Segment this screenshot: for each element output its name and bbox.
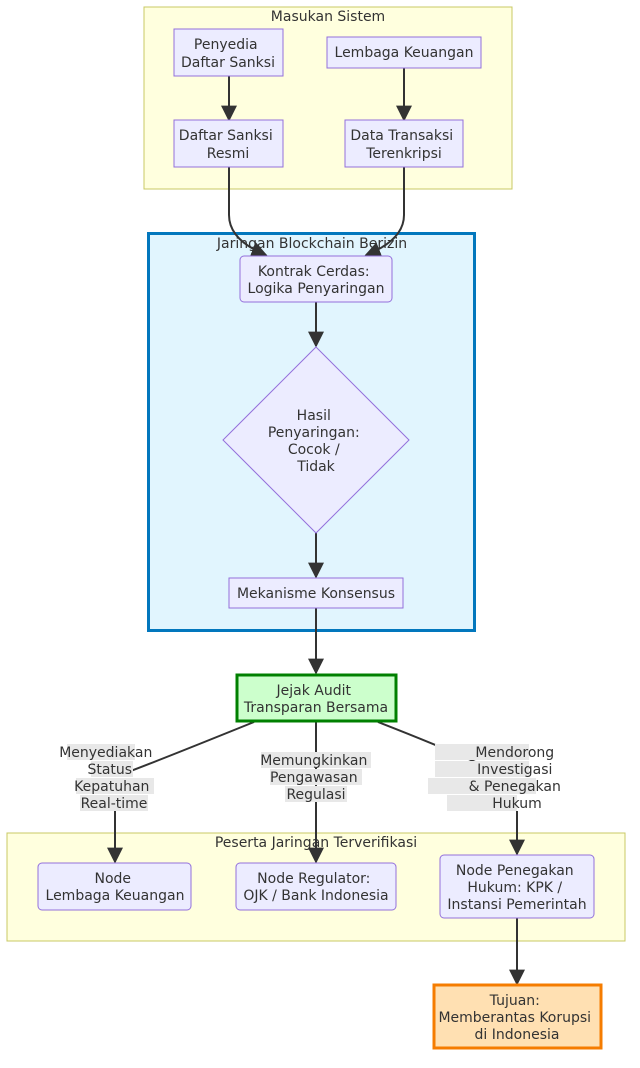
label-line: Mendorong xyxy=(475,745,554,761)
node-box xyxy=(326,36,482,69)
node-box xyxy=(344,119,464,168)
node-line: Penyedia xyxy=(194,37,258,53)
node-text: Daftar Sanksi Resmi xyxy=(179,128,277,162)
label-line: Real-time xyxy=(81,796,148,812)
label-line: Kepatuhan xyxy=(74,779,149,795)
node-goal[interactable]: Tujuan: Memberantas Korupsi di Indonesia xyxy=(432,983,603,1050)
label-line: Hukum xyxy=(492,796,542,812)
node-line: Daftar Sanksi xyxy=(181,55,275,71)
node-line: Hukum: KPK / xyxy=(467,880,562,896)
node-text: Mekanisme Konsensus xyxy=(237,586,395,602)
node-line: Tujuan: xyxy=(489,993,540,1009)
label-bg xyxy=(435,744,529,760)
node-text: Data Transaksi Terenkripsi xyxy=(350,128,457,162)
label-bg xyxy=(435,761,529,777)
edge-list-to-contract xyxy=(228,167,268,257)
node-line: OJK / Bank Indonesia xyxy=(243,888,388,904)
edge-label-compliance: Menyediakan Status Kepatuhan Real-time xyxy=(59,744,157,812)
label-line: Pengawasan xyxy=(270,770,358,786)
label-bg xyxy=(428,778,536,794)
node-line: Node Regulator: xyxy=(257,871,370,887)
node-line: Mekanisme Konsensus xyxy=(237,586,395,602)
node-line: Memberantas Korupsi xyxy=(438,1010,591,1026)
node-official-sanction-list[interactable]: Daftar Sanksi Resmi xyxy=(173,119,284,168)
node-regulator[interactable]: Node Regulator: OJK / Bank Indonesia xyxy=(235,862,397,911)
node-text: Tujuan: Memberantas Korupsi di Indonesia xyxy=(438,993,595,1043)
node-box xyxy=(235,862,397,911)
node-financial-institution[interactable]: Lembaga Keuangan xyxy=(326,36,482,69)
label-line: Investigasi xyxy=(477,762,552,778)
node-line: Daftar Sanksi xyxy=(179,128,273,144)
label-bg xyxy=(285,786,347,802)
node-line: di Indonesia xyxy=(475,1027,560,1043)
label-line: & Penegakan xyxy=(469,779,561,795)
node-sanction-provider[interactable]: Penyedia Daftar Sanksi xyxy=(173,28,284,77)
node-line: Kontrak Cerdas: xyxy=(258,264,370,280)
edge-label-text: Menyediakan Status Kepatuhan Real-time xyxy=(59,745,157,812)
edge-label-enforcement: Mendorong Investigasi & Penegakan Hukum xyxy=(428,744,566,812)
node-line: Cocok / xyxy=(288,442,340,458)
edge-label-text: Mendorong Investigasi & Penegakan Hukum xyxy=(469,745,566,812)
edge-audit-to-fi-upper xyxy=(127,721,255,773)
decision-diamond xyxy=(222,346,410,534)
label-line: Status xyxy=(87,762,132,778)
node-text: Kontrak Cerdas: Logika Penyaringan xyxy=(248,264,385,297)
node-line: Penyaringan: xyxy=(268,425,360,441)
node-box xyxy=(37,862,192,911)
node-box xyxy=(235,673,398,723)
node-text: Node Regulator: OJK / Bank Indonesia xyxy=(243,871,388,904)
node-screening-result[interactable]: Hasil Penyaringan: Cocok / Tidak xyxy=(222,346,410,534)
node-audit-trail[interactable]: Jejak Audit Transparan Bersama xyxy=(235,673,398,723)
node-text: Jejak Audit Transparan Bersama xyxy=(243,683,388,716)
node-box xyxy=(173,28,284,77)
node-line: Jejak Audit xyxy=(276,683,352,699)
label-bg xyxy=(270,769,362,785)
node-line: Lembaga Keuangan xyxy=(46,888,185,904)
node-line: Node xyxy=(95,871,132,887)
node-line: Instansi Pemerintah xyxy=(447,897,586,913)
node-line: Logika Penyaringan xyxy=(248,281,385,297)
node-line: Lembaga Keuangan xyxy=(335,45,474,61)
node-box xyxy=(432,983,603,1050)
edge-label-text: Memungkinkan Pengawasan Regulasi xyxy=(260,753,372,803)
label-line: Menyediakan xyxy=(59,745,152,761)
node-text: Lembaga Keuangan xyxy=(335,45,474,61)
node-line: Resmi xyxy=(207,146,250,162)
node-line: Terenkripsi xyxy=(365,146,442,162)
label-bg xyxy=(67,744,135,760)
node-line: Transparan Bersama xyxy=(243,700,388,716)
node-box xyxy=(439,854,595,919)
label-bg xyxy=(447,795,517,811)
label-line: Memungkinkan xyxy=(260,753,367,769)
edge-transaction-to-contract xyxy=(364,167,405,258)
node-text: Node Lembaga Keuangan xyxy=(46,871,185,904)
node-line: Hasil xyxy=(297,408,331,424)
node-box xyxy=(173,119,284,168)
node-line: Tidak xyxy=(296,459,335,475)
label-bg xyxy=(80,795,148,811)
node-box xyxy=(228,577,404,609)
node-text: Node Penegakan Hukum: KPK / Instansi Pem… xyxy=(447,863,586,913)
node-consensus[interactable]: Mekanisme Konsensus xyxy=(228,577,404,609)
node-financial-institution-node[interactable]: Node Lembaga Keuangan xyxy=(37,862,192,911)
cluster-input-label: Masukan Sistem xyxy=(271,9,385,25)
node-line: Node Penegakan xyxy=(456,863,574,879)
edge-label-oversight: Memungkinkan Pengawasan Regulasi xyxy=(260,752,372,803)
node-law-enforcement[interactable]: Node Penegakan Hukum: KPK / Instansi Pem… xyxy=(439,854,595,919)
label-bg xyxy=(261,752,371,768)
node-text: Penyedia Daftar Sanksi xyxy=(181,37,275,71)
label-bg xyxy=(91,761,133,777)
node-line: Data Transaksi xyxy=(350,128,453,144)
node-box xyxy=(239,255,393,303)
node-smart-contract[interactable]: Kontrak Cerdas: Logika Penyaringan xyxy=(239,255,393,303)
node-text: Hasil Penyaringan: Cocok / Tidak xyxy=(268,408,364,475)
label-line: Regulasi xyxy=(286,787,345,803)
node-encrypted-transaction[interactable]: Data Transaksi Terenkripsi xyxy=(344,119,464,168)
label-bg xyxy=(76,778,154,794)
